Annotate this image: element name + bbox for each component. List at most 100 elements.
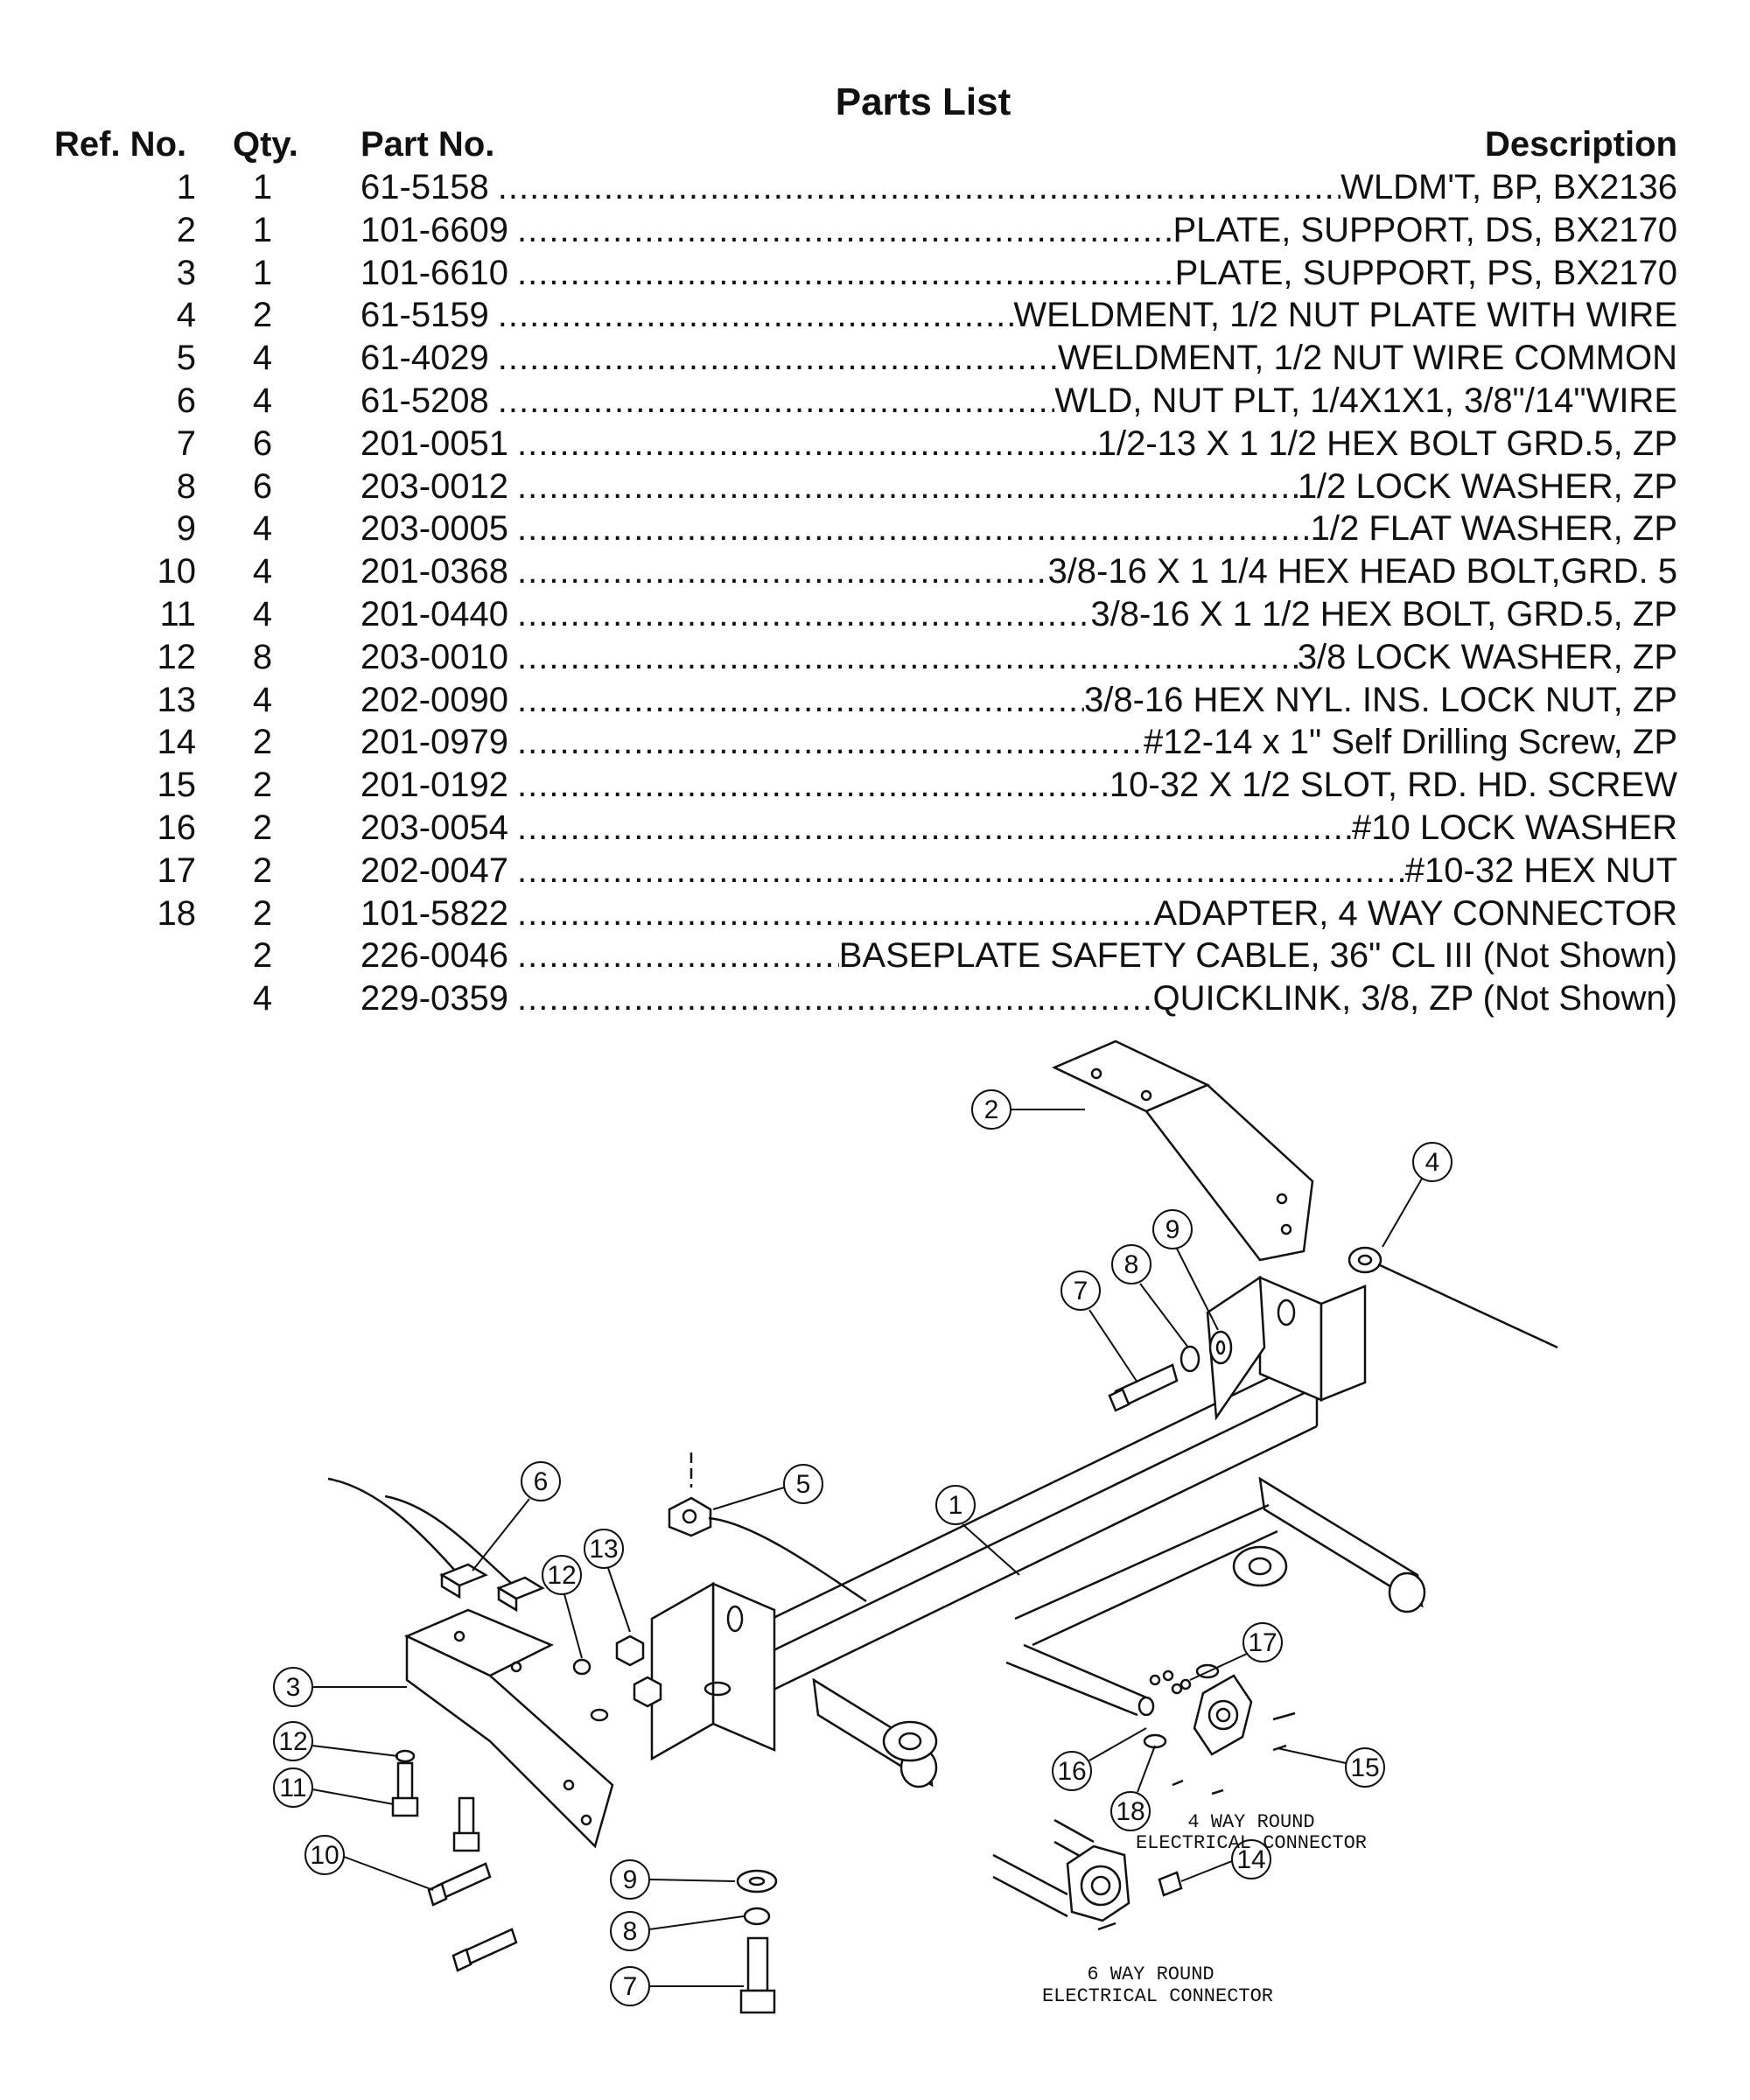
callout-label-14: 14	[1236, 1845, 1265, 1874]
part-no: 101-5822	[360, 893, 509, 933]
part-no: 61-5208	[360, 382, 489, 420]
parts-row: 3 1 101-6610PLATE, SUPPORT, PS, BX2170	[0, 254, 1750, 297]
description: 1/2-13 X 1 1/2 HEX BOLT GRD.5, ZP	[1096, 424, 1677, 463]
ref-no: 4	[176, 296, 196, 335]
part-desc-line: 61-5159 WELDMENT, 1/2 NUT PLATE WITH WIRE	[360, 296, 1677, 335]
lock-washer-12a	[395, 1749, 416, 1763]
description: ADAPTER, 4 WAY CONNECTOR	[1153, 893, 1677, 933]
description: WLD, NUT PLT, 1/4X1X1, 3/8"/14"WIRE	[1054, 382, 1677, 420]
ref-no: 1	[176, 168, 196, 206]
description: PLATE, SUPPORT, PS, BX2170	[1174, 253, 1677, 292]
ref-no: 13	[157, 680, 197, 719]
flat-washer-lower-9	[736, 1869, 778, 1894]
callout-label-12-top: 12	[547, 1561, 576, 1590]
callout-label-1: 1	[948, 1491, 963, 1520]
parts-row: 2 226-0046BASEPLATE SAFETY CABLE, 36" CL …	[0, 936, 1750, 979]
qty: 2	[252, 766, 273, 805]
callout-label-8-top: 8	[1124, 1250, 1139, 1279]
part-no: 202-0090	[360, 680, 509, 719]
qty: 1	[252, 168, 273, 206]
part-desc-line: 101-6610PLATE, SUPPORT, PS, BX2170	[360, 254, 1677, 293]
part-desc-line: 61-5158WLDM'T, BP, BX2136	[360, 168, 1677, 207]
part-desc-line: 229-0359QUICKLINK, 3/8, ZP (Not Shown)	[360, 979, 1677, 1018]
part-no: 202-0047	[360, 850, 509, 890]
callout-label-9-bottom: 9	[623, 1866, 638, 1894]
bolt-lower-7	[739, 1936, 776, 2014]
description: 3/8-16 X 1 1/2 HEX BOLT, GRD.5, ZP	[1090, 595, 1677, 634]
description: 1/2 LOCK WASHER, ZP	[1297, 466, 1677, 506]
description: WLDM'T, BP, BX2136	[1340, 168, 1677, 206]
part-no: 203-0012	[360, 466, 509, 506]
qty: 2	[252, 296, 273, 335]
lock-washer-12c	[590, 1708, 609, 1722]
part-no: 229-0359	[360, 979, 509, 1018]
ref-no: 3	[176, 253, 196, 292]
callout-label-9-top: 9	[1166, 1215, 1180, 1244]
qty: 8	[252, 637, 273, 676]
six-way-label-line1: 6 WAY ROUND	[1087, 1964, 1214, 1985]
lock-washer-12b	[572, 1658, 592, 1676]
ref-no: 12	[157, 637, 197, 676]
qty: 2	[252, 893, 273, 933]
ref-no: 6	[176, 382, 196, 420]
parts-row: 6 4 61-5208 WLD, NUT PLT, 1/4X1X1, 3/8"/14"…	[0, 382, 1750, 424]
callout-label-10: 10	[310, 1841, 339, 1870]
qty: 4	[252, 382, 273, 420]
part-no: 61-5159	[360, 296, 489, 335]
parts-row: 13 4 202-0090 3/8-16 HEX NYL. INS. LOCK NUT…	[0, 681, 1750, 724]
ref-no: 5	[176, 339, 196, 378]
ref-no: 2	[176, 210, 196, 249]
qty: 2	[252, 936, 273, 976]
nut-wire-common	[668, 1452, 867, 1603]
part-desc-line: 201-0979#12-14 x 1" Self Drilling Screw,…	[360, 723, 1677, 762]
qty: 1	[252, 253, 273, 292]
part-desc-line: 203-0010 3/8 LOCK WASHER, ZP	[360, 638, 1677, 677]
part-no: 61-4029	[360, 339, 489, 378]
description: 10-32 X 1/2 SLOT, RD. HD. SCREW	[1109, 766, 1677, 805]
part-desc-line: 61-4029WELDMENT, 1/2 NUT WIRE COMMON	[360, 339, 1677, 378]
callout-label-13: 13	[589, 1535, 618, 1564]
callout-label-2: 2	[984, 1096, 999, 1124]
description: BASEPLATE SAFETY CABLE, 36" CL III (Not …	[838, 936, 1677, 976]
description: #10 LOCK WASHER	[1352, 808, 1677, 847]
part-no: 201-0051	[360, 424, 509, 463]
callout-label-3: 3	[286, 1673, 301, 1702]
part-desc-line: 226-0046BASEPLATE SAFETY CABLE, 36" CL I…	[360, 936, 1677, 976]
part-no: 203-0010	[360, 637, 509, 676]
qty: 4	[252, 339, 273, 378]
bolt-10a	[427, 1862, 492, 1907]
description: 3/8 LOCK WASHER, ZP	[1297, 637, 1677, 676]
callout-label-11: 11	[279, 1774, 306, 1802]
ref-no: 9	[176, 509, 196, 549]
flat-washer-upper-9	[1208, 1330, 1233, 1365]
description: PLATE, SUPPORT, DS, BX2170	[1172, 210, 1677, 249]
qty: 4	[252, 680, 273, 719]
parts-row: 18 2 101-5822 ADAPTER, 4 WAY CONNECTOR	[0, 894, 1750, 937]
description: WELDMENT, 1/2 NUT PLATE WITH WIRE	[1013, 296, 1677, 335]
qty: 6	[252, 424, 273, 463]
six-way-label-line2: ELECTRICAL CONNECTOR	[1042, 1985, 1273, 2007]
bolt-11a	[391, 1761, 419, 1817]
description: 3/8-16 HEX NYL. INS. LOCK NUT, ZP	[1084, 680, 1677, 719]
header-ref-no: Ref. No.	[54, 125, 187, 164]
four-way-label-line1: 4 WAY ROUND	[1187, 1811, 1314, 1833]
description: 3/8-16 X 1 1/4 HEX HEAD BOLT,GRD. 5	[1047, 552, 1677, 592]
part-no: 203-0005	[360, 509, 509, 549]
six-way-connector	[992, 1818, 1183, 1931]
parts-row: 5 4 61-4029WELDMENT, 1/2 NUT WIRE COMMON	[0, 339, 1750, 382]
ref-no: 18	[157, 893, 197, 933]
part-desc-line: 203-0012 1/2 LOCK WASHER, ZP	[360, 467, 1677, 507]
qty: 4	[252, 509, 273, 549]
ref-no: 8	[176, 466, 196, 506]
part-no: 203-0054	[360, 808, 509, 847]
callout-label-5: 5	[796, 1470, 811, 1499]
qty: 2	[252, 723, 273, 762]
callouts	[273, 1089, 1452, 2006]
header-description: Description	[1484, 125, 1677, 164]
